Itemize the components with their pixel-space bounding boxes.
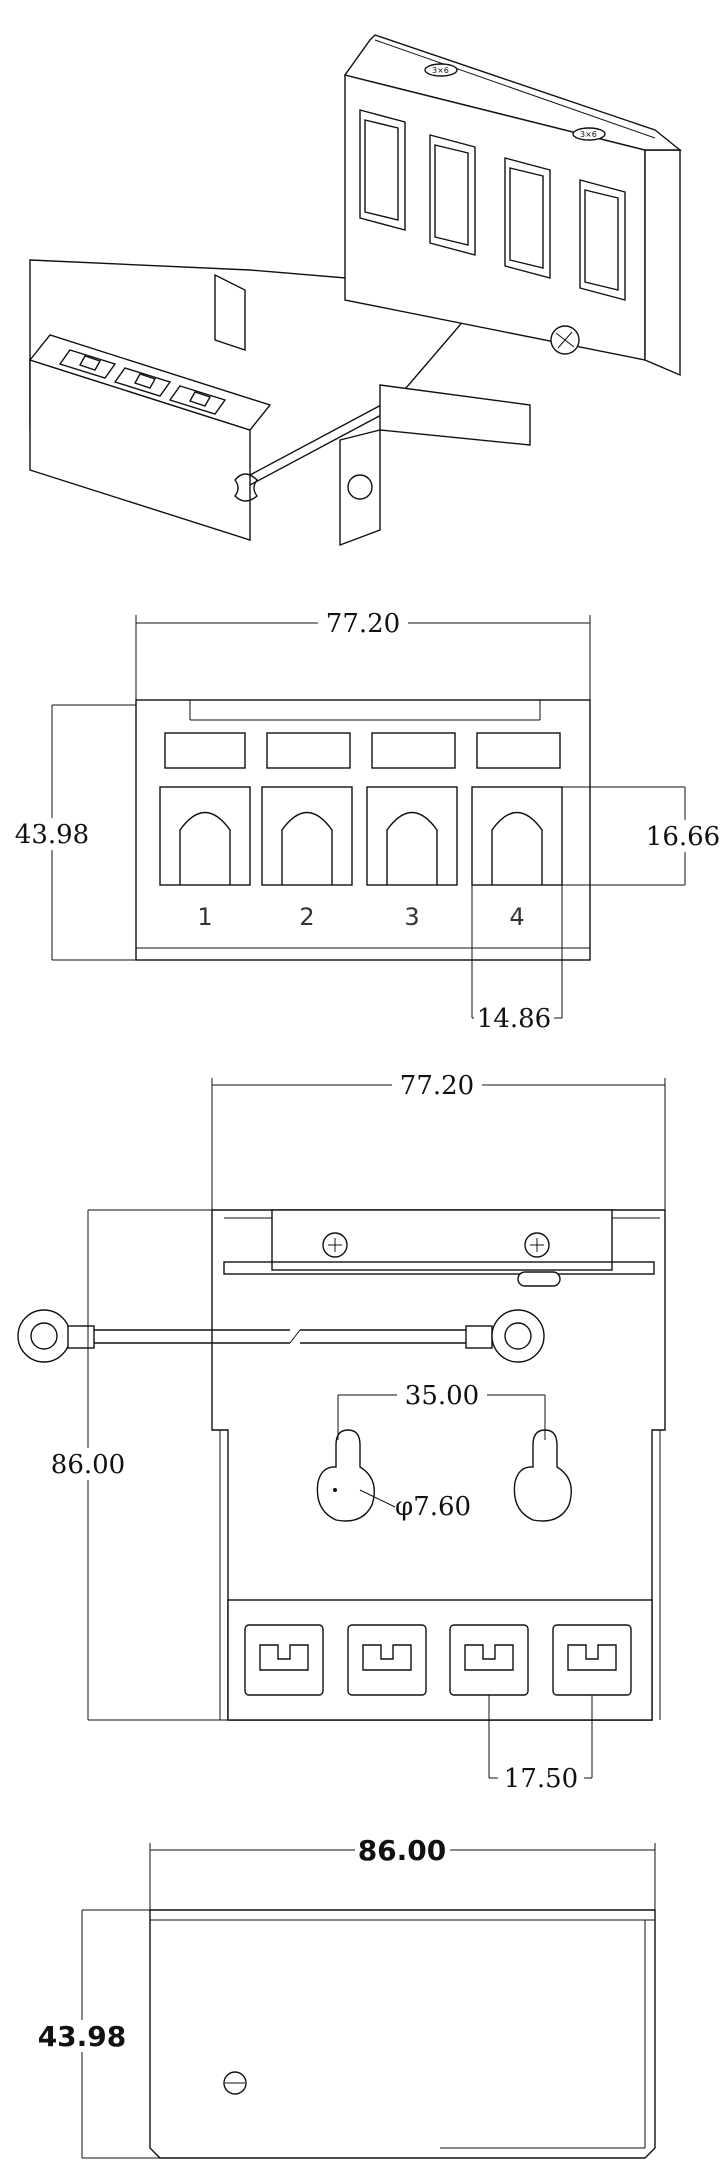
keyhole-left-icon [316,1429,375,1522]
front-view: 77.20 1 2 3 4 43.98 [5,608,726,1034]
iso-back-wall-side [644,149,681,377]
top-tab [517,1271,561,1287]
iso-screw-label-2-icon [572,127,606,141]
top-hole-spacing-dim: 35.00 [405,1381,479,1411]
port-number-4: 4 [509,903,524,931]
side-length-dim: 86.00 [358,1834,447,1867]
front-width-dim: 77.20 [326,609,400,639]
top-hole-diameter-dim: φ7.60 [395,1492,471,1522]
port-number-2: 2 [299,903,314,931]
iso-screw-label-1-icon [424,63,458,77]
iso-back-windows [359,109,626,301]
iso-keyhole-icon [234,473,258,502]
side-view: 86.00 43.98 [37,1834,656,2159]
front-body [135,699,591,961]
iso-front-ports [58,349,227,415]
iso-front-top [28,334,272,431]
port-4 [471,786,563,886]
side-height-dim: 43.98 [38,2020,127,2053]
port-3 [366,786,458,886]
side-body [149,1909,656,2159]
port-number-3: 3 [404,903,419,931]
top-clamp [271,1209,613,1271]
front-height-dim: 43.98 [15,820,89,850]
iso-bracket-hole-icon [347,474,373,500]
port-number-1: 1 [197,903,212,931]
iso-screw-label-2: 3×6 [580,130,597,139]
top-slot-pitch-dim: 17.50 [504,1764,578,1794]
top-slot-panel [227,1599,653,1721]
front-ports [159,786,563,886]
side-hole-icon [223,2071,247,2095]
port-2 [261,786,353,886]
iso-bracket-end [339,429,381,547]
isometric-view: 3×6 3×6 [28,34,682,547]
iso-top-rail [343,34,682,151]
top-view: 77.20 [17,1070,666,1794]
top-width-dim: 77.20 [400,1071,474,1101]
iso-right-bracket [379,384,531,446]
front-port-width-dim: 14.86 [477,1004,551,1034]
front-port-height-dim: 16.66 [646,822,720,852]
port-1 [159,786,251,886]
iso-screw-label-1: 3×6 [432,66,449,75]
ground-wire-icon [17,1309,545,1363]
top-depth-dim: 86.00 [51,1450,125,1480]
iso-left-upright [214,273,246,351]
